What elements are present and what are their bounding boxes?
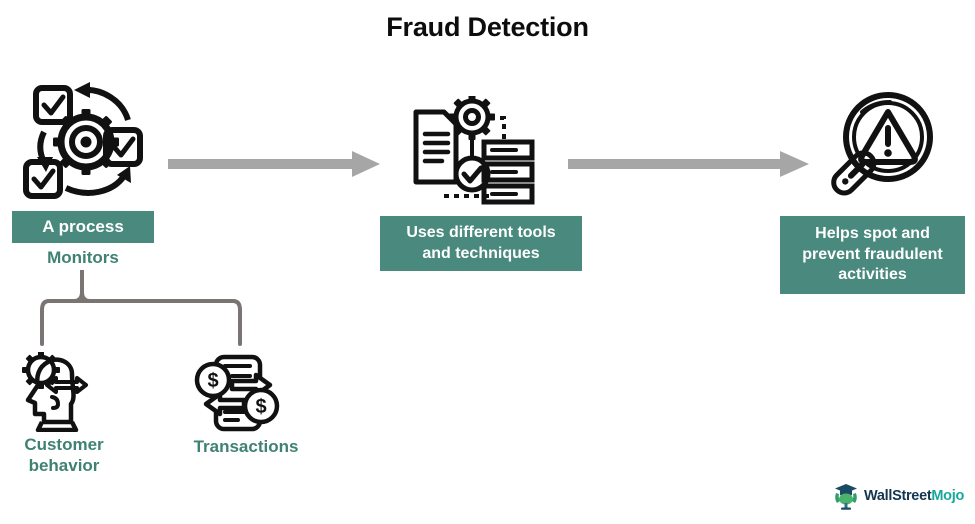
wallstreetmojo-logo[interactable]: WallStreetMojo bbox=[833, 482, 964, 510]
step-3-label-line1: Helps spot and bbox=[815, 225, 930, 243]
customer-behavior-label: Customer behavior bbox=[0, 435, 128, 476]
customer-behavior-icon bbox=[14, 351, 112, 433]
logo-text-mojo: Mojo bbox=[931, 488, 964, 504]
arrow-step2-to-step3 bbox=[568, 150, 812, 178]
arrow-step1-to-step2 bbox=[168, 150, 383, 178]
step-3-label-box: Helps spot and prevent fraudulent activi… bbox=[780, 216, 965, 294]
step-2-label-box: Uses different tools and techniques bbox=[380, 216, 582, 271]
customer-behavior-label-line2: behavior bbox=[28, 455, 100, 475]
step-3-label-line2: prevent fraudulent bbox=[802, 245, 943, 263]
step-3-label-line3: activities bbox=[838, 266, 907, 284]
wallstreetmojo-mascot-icon bbox=[833, 482, 859, 510]
transactions-icon: $ $ bbox=[194, 354, 282, 432]
svg-text:$: $ bbox=[255, 396, 266, 418]
logo-text-wallstreet: WallStreet bbox=[864, 488, 932, 504]
step-2-label-line2: and techniques bbox=[422, 244, 540, 262]
monitors-label: Monitors bbox=[47, 248, 119, 267]
customer-behavior-label-line1: Customer bbox=[24, 435, 104, 454]
transactions-label: Transactions bbox=[193, 437, 299, 456]
step-1-label-box: A process bbox=[12, 211, 154, 243]
page-title: Fraud Detection bbox=[386, 12, 589, 42]
svg-text:$: $ bbox=[207, 370, 218, 392]
wallstreetmojo-logo-text: WallStreetMojo bbox=[864, 488, 964, 504]
tools-techniques-icon bbox=[400, 94, 538, 206]
step-2-label-line1: Uses different tools bbox=[406, 224, 556, 242]
magnifier-warning-icon bbox=[822, 86, 947, 206]
monitors-brace-connector bbox=[40, 268, 250, 346]
process-cycle-icon bbox=[18, 80, 166, 205]
